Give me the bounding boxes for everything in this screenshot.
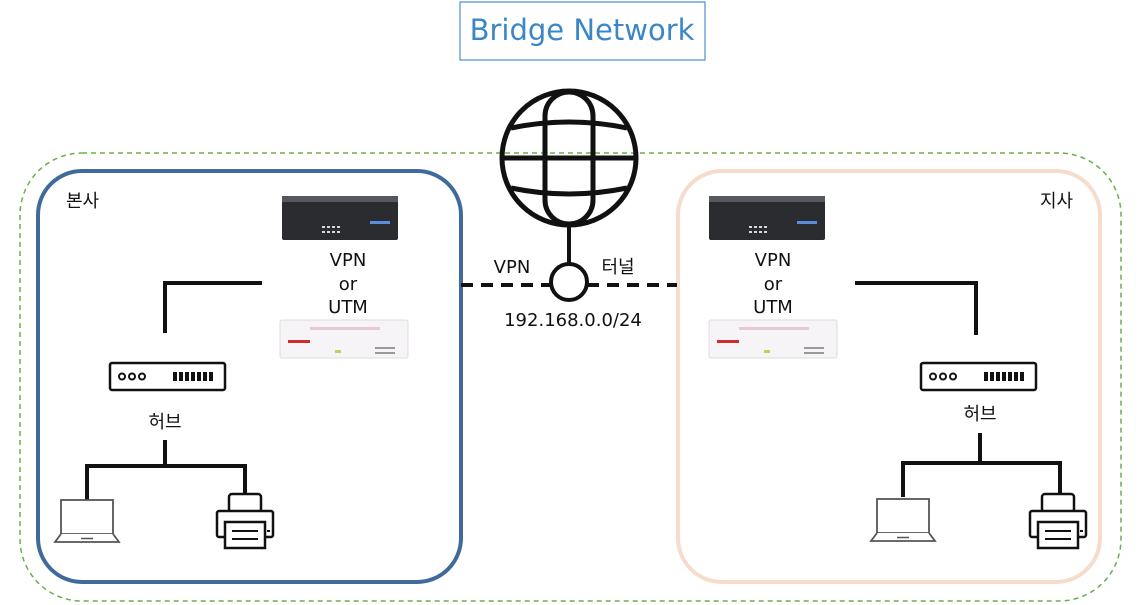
title-box xyxy=(459,1,706,61)
branch-device-line3: UTM xyxy=(753,297,793,318)
branch-uplink-line xyxy=(855,281,978,335)
branch-site-box xyxy=(676,169,1102,584)
page-title: Bridge Network xyxy=(470,13,695,47)
hq-laptop-icon xyxy=(54,499,120,543)
branch-utm-device-image xyxy=(708,319,838,359)
bridge-network-boundary xyxy=(19,152,1122,602)
branch-label: 지사 xyxy=(1040,191,1074,212)
hq-uplink-line xyxy=(163,281,262,333)
hq-vpn-device-image xyxy=(282,196,398,240)
branch-vpn-device-image xyxy=(709,196,825,240)
hq-site-box xyxy=(36,169,463,584)
tunnel-node-icon xyxy=(549,262,589,302)
tunnel-subnet: 192.168.0.0/24 xyxy=(504,310,642,331)
hq-device-line2: or xyxy=(339,274,358,295)
hq-device-line1: VPN xyxy=(330,250,367,271)
branch-hub-label: 허브 xyxy=(963,404,996,425)
hq-hub-icon xyxy=(108,361,227,392)
globe-icon xyxy=(499,88,639,228)
branch-hub-icon xyxy=(919,361,1038,392)
tunnel-label-tunnel: 터널 xyxy=(601,257,634,278)
hq-label: 본사 xyxy=(66,191,100,212)
branch-laptop-icon xyxy=(870,498,936,542)
hq-utm-device-image xyxy=(279,319,409,359)
tunnel-label-vpn: VPN xyxy=(494,257,531,278)
hq-hub-label: 허브 xyxy=(148,412,181,433)
branch-device-line2: or xyxy=(764,274,783,295)
branch-device-line1: VPN xyxy=(755,250,792,271)
hq-device-line3: UTM xyxy=(328,297,368,318)
